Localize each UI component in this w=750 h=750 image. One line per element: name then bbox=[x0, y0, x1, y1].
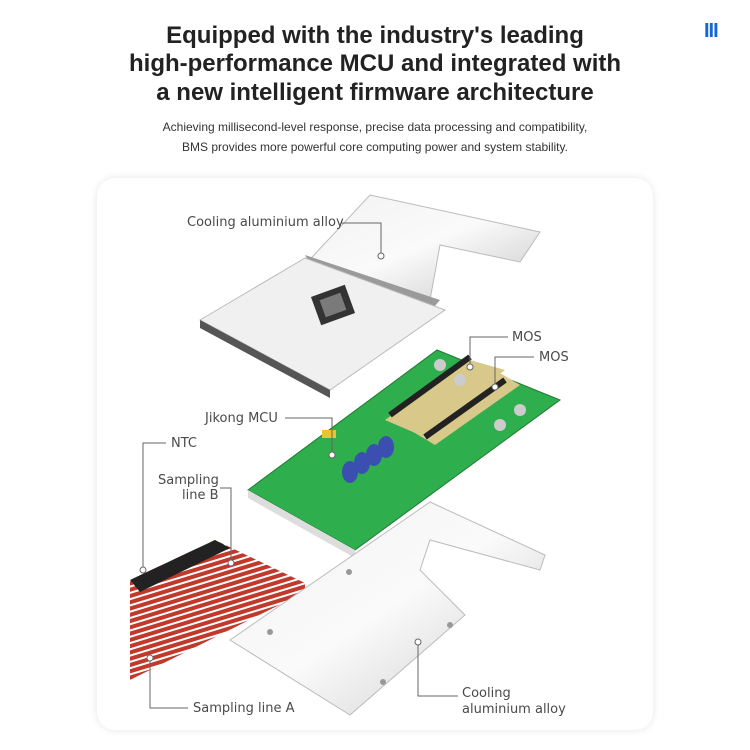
subtitle-line-1: Achieving millisecond-level response, pr… bbox=[162, 120, 588, 134]
label-ntc: NTC bbox=[171, 436, 197, 451]
pcb-board bbox=[247, 349, 562, 558]
leader-lines bbox=[142, 222, 534, 709]
top-cooling-plate bbox=[198, 194, 541, 398]
label-mos-2: MOS bbox=[539, 350, 569, 365]
sampling-wire-harness bbox=[130, 540, 305, 680]
label-sampling-line-a: Sampling line A bbox=[193, 701, 295, 716]
label-bottom-cooling-2: aluminium alloy bbox=[462, 702, 566, 717]
label-top-cooling-alloy: Cooling aluminium alloy bbox=[187, 215, 344, 230]
leader-dots bbox=[139, 252, 499, 662]
headline-line-1: Equipped with the industry's leading bbox=[166, 22, 584, 49]
brand-mark: III bbox=[704, 20, 719, 42]
label-mos-1: MOS bbox=[512, 330, 542, 345]
headline-line-3: a new intelligent firmware architecture bbox=[156, 79, 594, 106]
headline-line-2: high-performance MCU and integrated with bbox=[128, 50, 622, 77]
label-sampling-line-b-1: Sampling bbox=[158, 473, 219, 488]
label-bottom-cooling-1: Cooling bbox=[462, 686, 511, 701]
label-sampling-line-b-2: line B bbox=[182, 488, 219, 503]
bottom-cooling-plate bbox=[229, 501, 546, 716]
capacitors bbox=[342, 436, 394, 483]
label-jikong-mcu: Jikong MCU bbox=[205, 411, 278, 426]
subtitle-line-2: BMS provides more powerful core computin… bbox=[182, 140, 568, 154]
